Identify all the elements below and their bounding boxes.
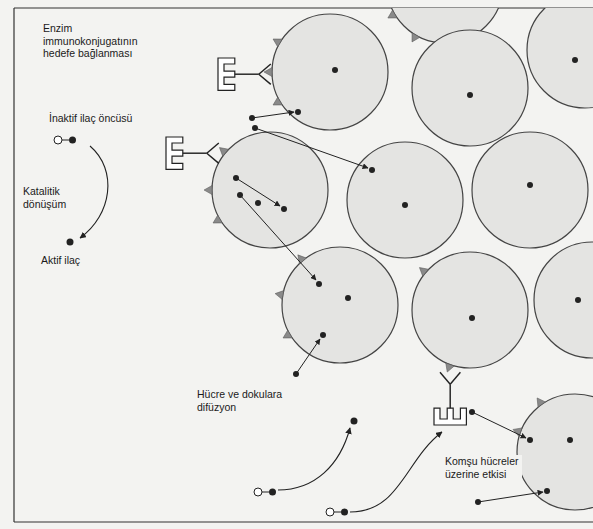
antigen-triangle [281, 330, 292, 342]
active-drug-dot [351, 418, 358, 425]
cell-nucleus-dot [572, 57, 578, 63]
cell-circle [412, 30, 528, 146]
diffusion-arrow [252, 112, 294, 118]
active-drug-dot [233, 175, 239, 181]
diffusion-arrow [296, 339, 320, 374]
active-drug-dot [67, 109, 551, 505]
cell-circle [534, 242, 593, 358]
cell-nucleus-dot [575, 297, 581, 303]
antigen-triangle [211, 215, 222, 227]
prodrug-symbol [54, 136, 76, 144]
antigen-triangle [443, 363, 454, 374]
active-drug-dot [527, 437, 533, 443]
diffusion-arrow [472, 412, 526, 438]
enzyme-immunoconjugate [218, 58, 271, 90]
annotation-label: Katalitik dönüşüm [22, 185, 84, 210]
active-drug-dot [320, 332, 326, 338]
conversion-arrow [80, 146, 108, 238]
enzyme-immunoconjugate [434, 372, 466, 425]
prodrug-symbol [54, 136, 348, 516]
cell-nucleus-dot [469, 315, 475, 321]
cell-circle [282, 247, 398, 363]
active-drug-dot [544, 488, 550, 494]
antigen-triangle [271, 35, 282, 47]
prodrug-symbol [326, 508, 348, 516]
active-drug-dot [281, 206, 287, 212]
active-drug-dot [316, 281, 322, 287]
active-drug-dot [249, 115, 255, 121]
antigen-triangle [511, 425, 522, 436]
cell-circle [347, 142, 463, 258]
enzyme-immunoconjugate [166, 58, 466, 425]
antigen-triangle [417, 264, 429, 276]
annotation-label: Enzim immunokonjugatının hedefe bağlanma… [42, 22, 156, 60]
annotation-label: Komşu hücreler üzerine etkisi [444, 455, 522, 480]
cell-circle [212, 132, 328, 248]
antigen-triangle [204, 10, 545, 436]
frame-border [13, 8, 14, 522]
antigen-triangle [533, 395, 545, 407]
cell-circle [527, 8, 593, 108]
antigen-triangle [217, 144, 229, 156]
active-drug-dot [293, 371, 299, 377]
cell-nucleus-dot [255, 200, 261, 206]
antigen-triangle [274, 289, 283, 299]
cell-nucleus-dot [467, 92, 473, 98]
diffusion-arrow [255, 128, 368, 168]
cell-nucleus-dot [332, 67, 338, 73]
active-drug-dot [369, 167, 375, 173]
cell-nucleus-dot [255, 8, 581, 443]
antigen-triangle [204, 186, 212, 195]
annotation-label: Hücre ve dokulara difüzyon [196, 388, 290, 413]
enzyme-immunoconjugate [166, 137, 219, 169]
cell-nucleus-dot [567, 437, 573, 443]
annotation-label: Aktif ilaç [40, 254, 122, 267]
active-drug-dot [67, 239, 74, 246]
prodrug-symbol [254, 488, 276, 496]
conversion-arrow [80, 146, 442, 512]
diffusion-arrow [236, 178, 280, 206]
active-drug-dot [237, 192, 243, 198]
annotation-label: İnaktif ilaç öncüsü [48, 112, 170, 125]
diffusion-arrow [478, 492, 543, 502]
active-drug-dot [469, 409, 475, 415]
active-drug-dot [295, 109, 301, 115]
cell-nucleus-dot [345, 295, 351, 301]
cell-nucleus-dot [402, 202, 408, 208]
cell-circle [517, 394, 593, 510]
active-drug-dot [475, 499, 481, 505]
antigen-triangle [271, 97, 282, 109]
conversion-arrow [350, 432, 442, 512]
cell-circle [472, 132, 588, 248]
conversion-arrow [278, 428, 350, 490]
frame-border [14, 521, 593, 522]
cell-nucleus-dot [527, 182, 533, 188]
cell-circle [212, 8, 593, 510]
antigen-triangle [386, 10, 397, 22]
antigen-triangle [408, 33, 420, 44]
diffusion-arrow [240, 195, 316, 280]
frame-border [14, 7, 593, 8]
cell-circle [412, 252, 528, 368]
active-drug-dot [252, 125, 258, 131]
illustration [204, 8, 593, 510]
diffusion-arrow [236, 112, 543, 502]
frame-border [14, 8, 593, 522]
